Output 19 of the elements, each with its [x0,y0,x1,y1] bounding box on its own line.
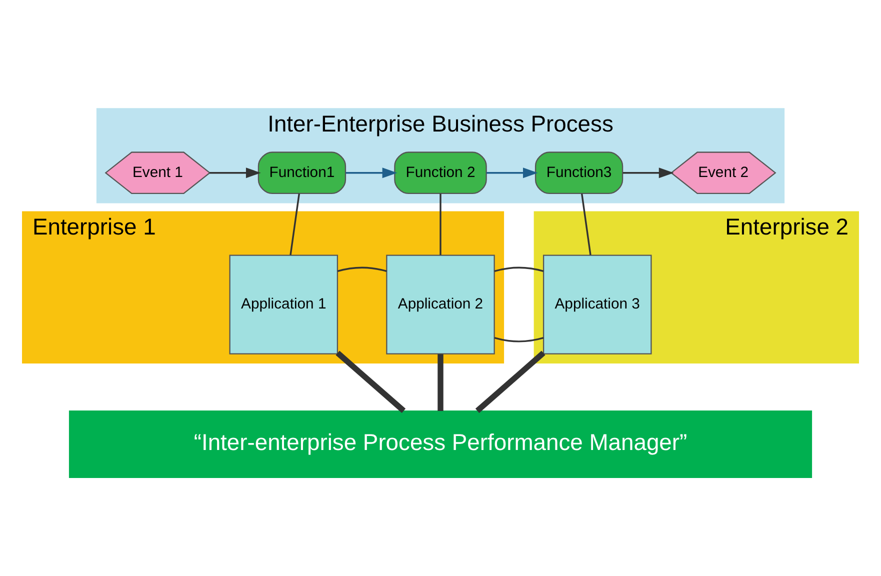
node-box: Application 3 [542,254,652,354]
arrow [486,167,538,178]
arrow [623,167,674,178]
node-box: Function3 [534,151,624,194]
arrow [346,167,398,178]
connector [440,193,442,254]
connector [580,193,592,255]
connector [290,193,300,255]
connector [337,266,387,272]
node-box: Function 2 [394,151,487,194]
node-box: “Inter-enterprise Process Performance Manager” [68,410,812,478]
node-box: Application 2 [386,254,495,354]
arrow [210,167,261,178]
connector [438,354,444,410]
connector [494,266,544,342]
connector [336,350,406,412]
node-box: Function1 [258,151,346,194]
connector [475,350,546,412]
node-box: Application 1 [229,254,338,354]
